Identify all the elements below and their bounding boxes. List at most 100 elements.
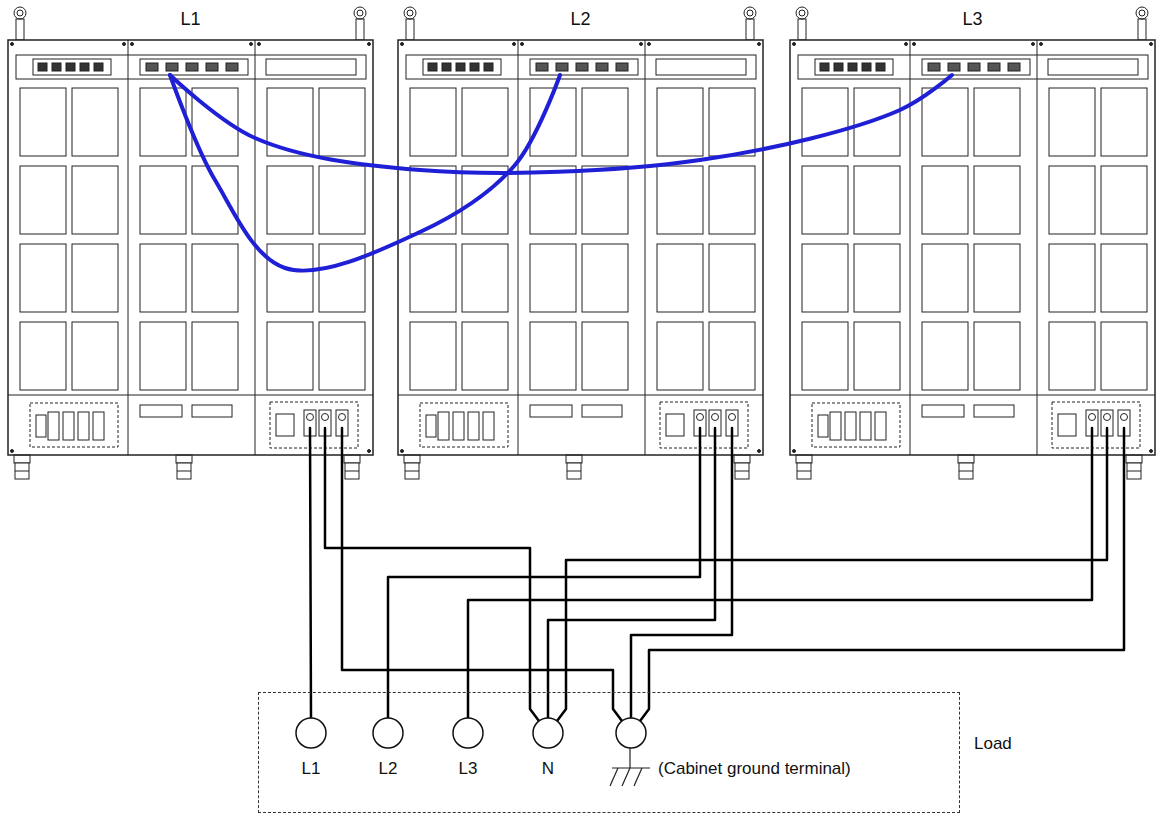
port [206, 63, 218, 71]
vent-panel [582, 166, 628, 234]
port [536, 63, 548, 71]
vent-panel [1049, 244, 1095, 312]
vent-panel [802, 88, 848, 156]
port [442, 63, 451, 71]
vent-panel [319, 244, 365, 312]
load-terminal: L2 [368, 708, 408, 768]
caster-axle [15, 471, 29, 472]
cabinet-label: L3 [962, 8, 982, 30]
screw [513, 43, 516, 46]
vent-panel [709, 88, 755, 156]
ground-hatch [634, 768, 642, 786]
port [226, 63, 238, 71]
screw [758, 450, 761, 453]
port [820, 63, 829, 71]
cabinet-drawing [8, 7, 373, 479]
port [834, 63, 843, 71]
label-plate [974, 405, 1014, 417]
eye-bolt [1136, 7, 1148, 19]
vent-panel [922, 166, 968, 234]
port [948, 63, 960, 71]
vent-panel [709, 322, 755, 390]
vent-panel [974, 88, 1020, 156]
vent-panel [72, 322, 118, 390]
vent-panel [1049, 88, 1095, 156]
screw [368, 43, 371, 46]
panel-divider [8, 395, 373, 396]
output-wire [388, 428, 700, 718]
port [596, 63, 608, 71]
screw [401, 450, 404, 453]
terminal-screw [1089, 414, 1096, 421]
vent-panel [530, 322, 576, 390]
caster-mount [796, 455, 812, 463]
screw [1032, 43, 1035, 46]
port [556, 63, 568, 71]
port [66, 63, 75, 71]
port [928, 63, 940, 71]
port [576, 63, 588, 71]
screw [640, 43, 643, 46]
vent-panel [802, 322, 848, 390]
port [616, 63, 628, 71]
caster-wheel [959, 463, 973, 479]
vent-panel [657, 166, 703, 234]
panel-divider [518, 40, 519, 455]
vent-panel [140, 322, 186, 390]
caster-mount [566, 455, 582, 463]
load-terminal: N [528, 708, 568, 768]
vent-panel [1049, 322, 1095, 390]
port [862, 63, 871, 71]
vent-panel [974, 322, 1020, 390]
connector-plate [33, 59, 111, 75]
panel-divider [128, 40, 129, 455]
screw [258, 43, 261, 46]
terminal-circle [616, 718, 646, 748]
port [80, 63, 89, 71]
input-terminal [453, 412, 464, 440]
vent-panel [1101, 322, 1147, 390]
output-wire [640, 428, 1124, 721]
vent-panel [20, 166, 66, 234]
label-plate [922, 405, 964, 417]
vent-panel [657, 244, 703, 312]
vent-panel [410, 322, 456, 390]
output-wire [342, 428, 622, 721]
vent-panel [854, 322, 900, 390]
breaker [426, 415, 436, 437]
terminal-screw [1121, 414, 1128, 421]
output-switch [666, 414, 684, 436]
label-plate [530, 405, 572, 417]
vent-panel [267, 166, 313, 234]
port [166, 63, 178, 71]
screw [793, 43, 796, 46]
caster-mount [958, 455, 974, 463]
vent-panel [582, 88, 628, 156]
screw [368, 450, 371, 453]
input-terminal [860, 412, 871, 440]
signal-cable [170, 75, 952, 173]
vent-panel [410, 244, 456, 312]
vent-panel [72, 88, 118, 156]
vent-panel [974, 244, 1020, 312]
input-terminal [438, 412, 449, 440]
eye-bolt-hole [17, 10, 23, 16]
screw [905, 43, 908, 46]
input-terminal [483, 412, 494, 440]
port [470, 63, 479, 71]
vent-panel [140, 166, 186, 234]
vent-panel [20, 88, 66, 156]
eye-bolt [354, 7, 366, 19]
caster-wheel [735, 463, 749, 479]
terminal-label: N [542, 758, 554, 780]
vent-panel [1101, 166, 1147, 234]
port [1008, 63, 1020, 71]
terminal-screw [712, 414, 719, 421]
port [968, 63, 980, 71]
caster-wheel [15, 463, 29, 479]
power-cabinet: L2 [398, 2, 763, 480]
vent-panel [192, 244, 238, 312]
connector-plate [140, 59, 248, 75]
caster-wheel [177, 463, 191, 479]
